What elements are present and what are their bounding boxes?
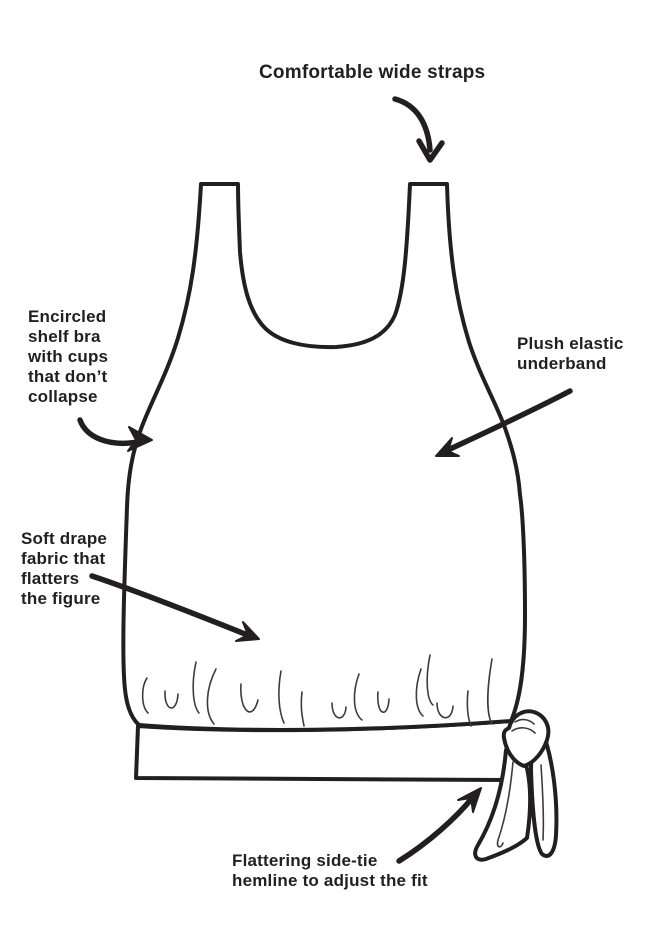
label-underband: Plush elastic underband: [517, 334, 624, 373]
arrow-to-straps: [392, 96, 445, 163]
arrow-to-underband: [435, 388, 573, 457]
arrow-shaft: [89, 573, 248, 637]
label-shelf-bra: Encircled shelf bra with cups that don’t…: [28, 307, 109, 406]
arrow-head: [127, 426, 153, 452]
arrow-head: [235, 621, 260, 642]
arrow-head: [435, 437, 460, 457]
label-fabric: Soft drape fabric that flatters the figu…: [21, 529, 108, 608]
arrow-to-side-tie: [396, 787, 482, 864]
arrow-head: [416, 138, 445, 163]
arrow-shaft: [445, 388, 573, 453]
side-tie-fold-lines: [496, 718, 545, 848]
arrow-shaft: [77, 417, 141, 446]
label-straps: Comfortable wide straps: [259, 62, 486, 83]
label-side-tie: Flattering side-tie hemline to adjust th…: [232, 851, 428, 890]
gather-wrinkle-lines: [141, 654, 493, 727]
arrow-to-shelf-bra: [77, 417, 153, 452]
tank-body-outline: [121, 182, 527, 732]
side-tie-knot: [501, 709, 551, 768]
arrow-shaft: [392, 96, 433, 153]
annotation-arrows: [77, 96, 573, 864]
arrow-head: [457, 787, 482, 813]
side-tie: [473, 709, 559, 862]
arrow-shaft: [396, 794, 476, 864]
arrow-to-fabric: [89, 573, 260, 642]
